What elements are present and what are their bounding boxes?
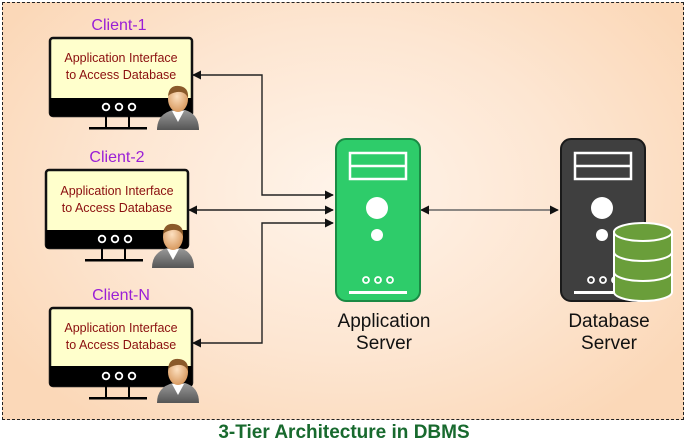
client-n-screen-line-2: to Access Database: [65, 338, 177, 352]
client-1-label: Client-1: [91, 17, 147, 34]
database-server-label: Database Server: [539, 311, 679, 355]
client-2-screen-line-2: to Access Database: [61, 201, 173, 215]
client-1-screen-text: Application Interface to Access Database: [47, 50, 195, 84]
client-1-screen-line-1: Application Interface: [64, 51, 178, 65]
client-1-screen-line-2: to Access Database: [65, 68, 177, 82]
client-2-screen-text: Application Interface to Access Database: [43, 183, 191, 217]
connector-client-n: [192, 218, 334, 348]
application-server-label-line-2: Server: [356, 333, 412, 354]
user-icon: [157, 85, 199, 130]
client-n-label: Client-N: [92, 287, 150, 304]
client-2-monitor: [44, 168, 190, 262]
application-server-label: Application Server: [314, 311, 454, 355]
user-icon: [152, 223, 194, 268]
connector-client-1: [192, 70, 334, 200]
application-server-label-line-1: Application: [337, 311, 431, 332]
client-n-monitor: [48, 306, 194, 400]
database-server-label-line-1: Database: [568, 311, 650, 332]
client-n-screen-line-1: Application Interface: [64, 321, 178, 335]
client-n-screen-text: Application Interface to Access Database: [47, 320, 195, 354]
database-cylinder-icon: [613, 222, 673, 302]
application-server-icon: [335, 138, 421, 302]
diagram-title: 3-Tier Architecture in DBMS: [218, 422, 470, 443]
user-icon: [157, 358, 199, 403]
database-server-label-line-2: Server: [581, 333, 637, 354]
client-2-screen-line-1: Application Interface: [60, 184, 174, 198]
client-2-label: Client-2: [89, 149, 145, 166]
client-1-monitor: [48, 36, 194, 130]
